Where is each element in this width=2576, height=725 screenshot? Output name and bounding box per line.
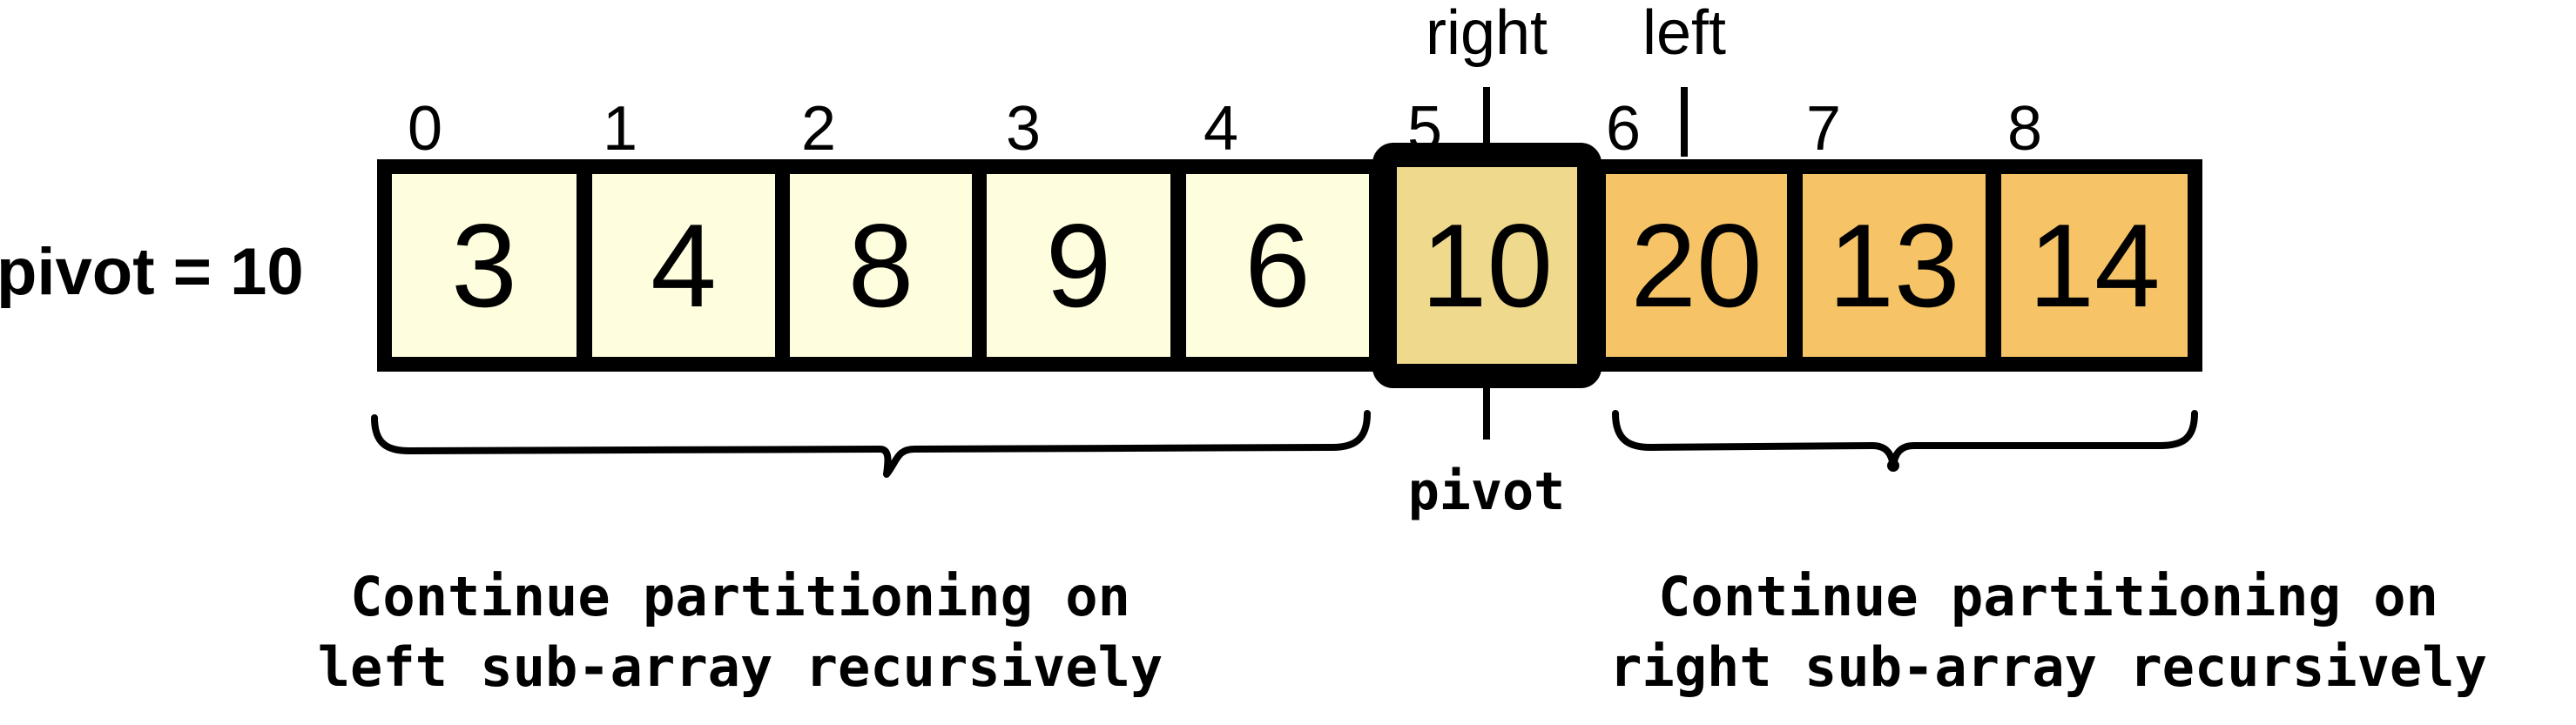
cell-value: 4 [651,199,717,332]
cell-box-left [378,160,590,371]
cell-value: 13 [1828,199,1959,332]
index-label: 6 [1606,94,1641,164]
index-label: 1 [603,94,637,164]
right-caption-line1: Continue partitioning on [1658,565,2438,628]
cell-value: 9 [1046,199,1112,332]
right-brace-tip [1887,460,1899,472]
cell-value: 20 [1630,199,1762,332]
cell-value: 14 [2028,199,2160,332]
array-cell: 20 [1592,160,1801,371]
right-subarray-brace [1612,410,2198,469]
array-cell: 6 [1172,160,1383,371]
index-label: 0 [408,94,442,164]
array-cell: 9 [973,160,1184,371]
array-cell: 14 [1987,160,2202,371]
array-cell: 10 [1372,143,1602,388]
index-label: 2 [801,94,836,164]
cell-box-right [1789,160,1999,371]
cell-value: 3 [451,199,517,332]
cell-value: 8 [848,199,914,332]
cell-value: 6 [1244,199,1311,332]
index-label: 4 [1204,94,1238,164]
array-cell: 13 [1789,160,1999,371]
index-label: 8 [2007,94,2042,164]
array-cell: 8 [776,160,986,371]
left-subarray-brace [371,410,1371,478]
left-caption-line2: left sub-array recursively [318,635,1163,699]
pivot-value-label: pivot = 10 [0,235,304,309]
pivot-pointer-label: pivot [1408,461,1566,522]
array-cell: 3 [378,160,590,371]
cell-value: 10 [1421,199,1553,332]
array-cell: 4 [578,160,789,371]
cell-box-left [973,160,1184,371]
cell-box-left [578,160,789,371]
index-label: 7 [1806,94,1841,164]
right-pointer-label: right [1426,0,1548,68]
left-caption-line1: Continue partitioning on [350,565,1130,628]
left-pointer-label: left [1642,0,1726,68]
index-label: 3 [1006,94,1041,164]
right-caption-line2: right sub-array recursively [1609,635,2487,699]
cell-box-right [1987,160,2202,371]
